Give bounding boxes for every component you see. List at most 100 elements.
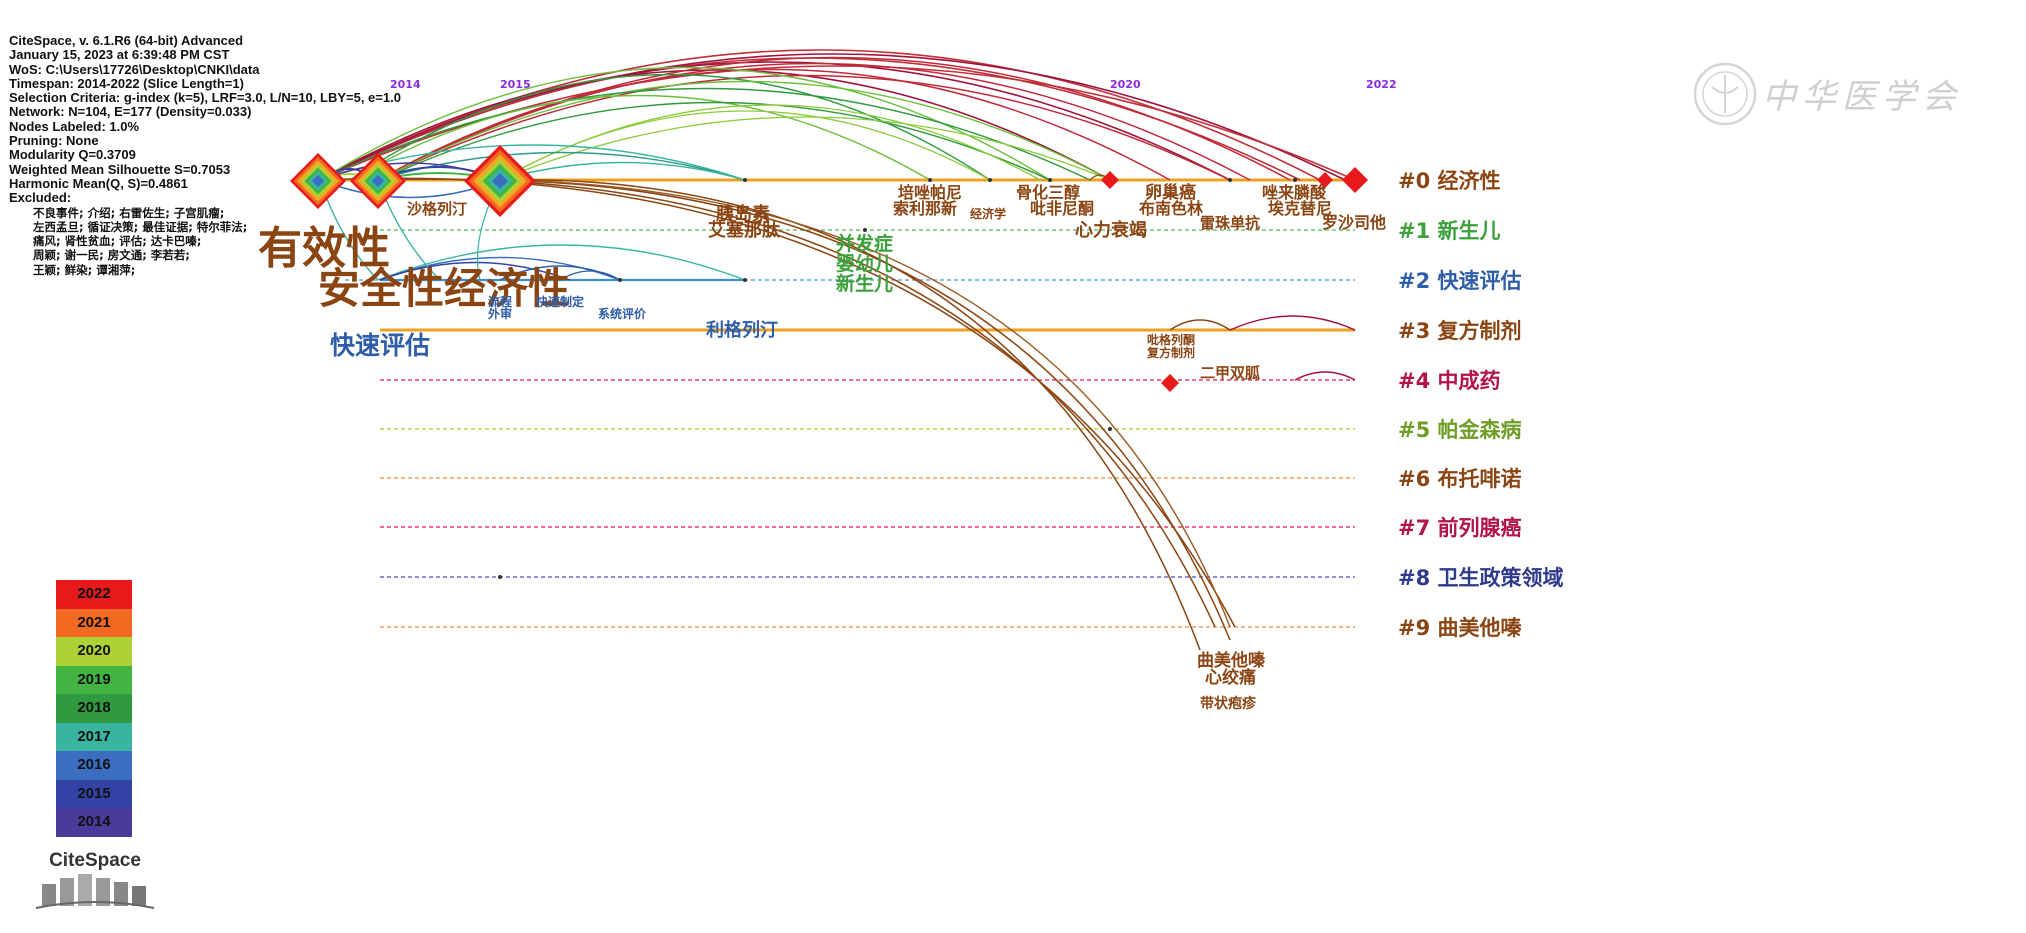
co-occurrence-link — [1294, 371, 1356, 381]
hub-node-anquanxing — [371, 174, 385, 188]
burst-node — [1342, 167, 1368, 193]
keyword-label: 沙格列汀 — [407, 200, 467, 218]
co-occurrence-link — [377, 178, 1216, 628]
excluded-line: 周颖; 谢一民; 房文通; 李若若; — [33, 248, 190, 263]
keyword-node — [1228, 178, 1232, 182]
keyword-label: 曲美他嗪 — [1197, 650, 1265, 671]
keyword-label: 吡格列酮 — [1147, 332, 1195, 347]
info-line: Weighted Mean Silhouette S=0.7053 — [9, 161, 231, 177]
legend-swatch-2014: 2014 — [56, 808, 132, 837]
co-occurrence-link — [499, 116, 1111, 181]
info-line: Pruning: None — [9, 133, 99, 149]
keyword-label: 心力衰竭 — [1075, 219, 1147, 241]
year-color-legend: 2022 2021 2020 2019 2018 2017 2016 2015 … — [56, 580, 132, 837]
keyword-label: 安全性经济性 — [318, 264, 570, 313]
co-occurrence-link — [499, 179, 1231, 628]
co-occurrence-link — [499, 265, 621, 281]
keyword-label: 流程 — [488, 294, 512, 309]
co-occurrence-link — [319, 87, 1091, 181]
keyword-node — [1108, 427, 1112, 431]
keyword-label: 新生儿 — [836, 272, 893, 295]
keyword-label: 外审 — [488, 306, 512, 321]
excluded-line: 左西孟旦; 循证决策; 最佳证据; 特尔菲法; — [33, 219, 248, 234]
info-line: Selection Criteria: g-index (k=5), LRF=3… — [9, 90, 401, 106]
logo-bars-icon — [35, 874, 155, 909]
legend-swatch-2020: 2020 — [56, 637, 132, 666]
logo-text: CiteSpace — [49, 850, 141, 871]
keyword-label: 系统评价 — [598, 306, 647, 321]
co-occurrence-link — [377, 74, 1231, 181]
year-axis-label: 2015 — [500, 78, 531, 91]
seal-emblem-icon — [1693, 62, 1757, 126]
legend-swatch-2021: 2021 — [56, 608, 132, 637]
keyword-label: 复方制剂 — [1146, 345, 1195, 360]
keyword-node — [1293, 178, 1297, 182]
co-occurrence-link — [1169, 319, 1231, 331]
citespace-logo: CiteSpace — [30, 850, 160, 916]
watermark-text: 中华医学会 — [1762, 77, 1962, 117]
info-line: CiteSpace, v. 6.1.R6 (64-bit) Advanced — [9, 33, 244, 48]
info-line: Harmonic Mean(Q, S)=0.4861 — [9, 175, 188, 191]
keyword-label: 婴幼儿 — [836, 252, 893, 275]
keyword-node — [618, 278, 622, 282]
cluster-label: #4 中成药 — [1398, 369, 1501, 393]
keyword-label: 二甲双胍 — [1200, 364, 1260, 382]
keyword-label: 培唑帕尼 — [898, 183, 962, 202]
keyword-label: 并发症 — [836, 232, 893, 255]
info-line: Excluded: — [9, 190, 72, 206]
cluster-label: #2 快速评估 — [1398, 269, 1522, 293]
keyword-label: 埃克替尼 — [1268, 199, 1332, 218]
cluster-label: #5 帕金森病 — [1398, 418, 1522, 442]
info-line: WoS: C:\Users\17726\Desktop\CNKI\data — [9, 61, 260, 77]
cluster-label: #1 新生儿 — [1398, 219, 1501, 243]
co-occurrence-link — [349, 94, 931, 181]
info-line: Nodes Labeled: 1.0% — [9, 118, 140, 134]
co-occurrence-link — [499, 179, 1201, 651]
co-occurrence-link — [379, 261, 571, 281]
keyword-label: 心绞痛 — [1205, 667, 1256, 688]
keyword-label: 罗沙司他 — [1322, 213, 1386, 232]
co-occurrence-link — [377, 68, 1171, 181]
keyword-label: 索利那新 — [893, 199, 957, 218]
co-occurrence-link — [379, 80, 1111, 181]
year-axis-label: 2022 — [1366, 78, 1397, 91]
legend-swatch-2015: 2015 — [56, 779, 132, 808]
keyword-node — [743, 178, 747, 182]
co-occurrence-link — [349, 73, 991, 181]
co-occurrence-link — [1229, 315, 1356, 331]
keyword-label: 卵巢癌 — [1145, 182, 1196, 203]
excluded-line: 痛风; 肾性贫血; 评估; 达卡巴嗪; — [33, 234, 202, 249]
cluster-label: #9 曲美他嗪 — [1398, 616, 1523, 640]
hub-node-shagelieting — [492, 173, 508, 189]
co-occurrence-link — [499, 161, 746, 181]
excluded-line: 王颖; 鲜染; 谭湘萍; — [33, 262, 136, 277]
co-occurrence-link — [377, 244, 746, 281]
co-occurrence-link — [377, 62, 1251, 181]
watermark-seal: 中华医学会 — [1690, 55, 1990, 135]
legend-swatch-2016: 2016 — [56, 751, 132, 780]
cluster-label: #7 前列腺癌 — [1398, 516, 1522, 540]
keyword-label: 唑来膦酸 — [1262, 183, 1327, 202]
keyword-node — [988, 178, 992, 182]
keyword-node — [863, 228, 867, 232]
co-occurrence-link — [469, 179, 1231, 641]
legend-swatch-2022: 2022 — [56, 580, 132, 609]
legend-swatch-2018: 2018 — [56, 694, 132, 723]
keyword-label: 有效性 — [258, 223, 390, 274]
co-occurrence-link — [499, 110, 991, 181]
burst-node — [1101, 171, 1119, 189]
keyword-label: 吡非尼酮 — [1030, 199, 1094, 218]
burst-node — [1161, 374, 1179, 392]
cluster-label: #8 卫生政策领域 — [1398, 566, 1564, 590]
year-axis-label: 2020 — [1110, 78, 1141, 91]
cluster-label: #3 复方制剂 — [1398, 319, 1522, 343]
legend-swatch-2019: 2019 — [56, 665, 132, 694]
keyword-node — [928, 178, 932, 182]
info-line: Modularity Q=0.3709 — [9, 147, 136, 163]
burst-node — [1317, 172, 1333, 188]
keyword-label: 带状疱疹 — [1200, 695, 1257, 712]
keyword-node — [498, 575, 502, 579]
keyword-label: 经济学 — [970, 206, 1006, 221]
info-line: Network: N=104, E=177 (Density=0.033) — [9, 104, 252, 120]
